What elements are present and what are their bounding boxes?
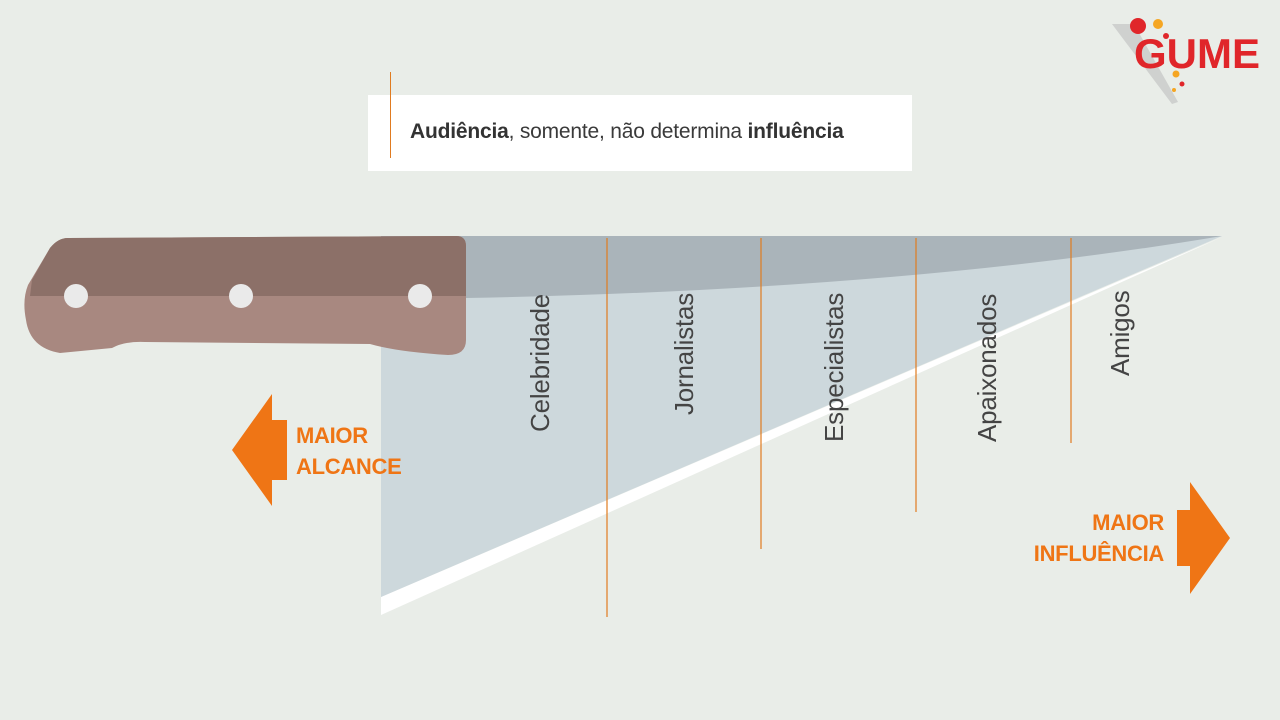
segment-especialistas: Especialistas	[819, 292, 849, 442]
left-arrow-label: MAIOR ALCANCE	[296, 420, 402, 482]
logo-text: GUME	[1134, 30, 1260, 77]
right-arrow-label: MAIOR INFLUÊNCIA	[1028, 507, 1165, 569]
headline: Audiência, somente, não determina influê…	[410, 120, 844, 144]
blade-edge	[381, 237, 1222, 615]
headline-audience: Audiência	[410, 120, 509, 143]
blade-spine	[381, 236, 1222, 298]
headline-accent-line	[390, 72, 391, 158]
gume-logo: GUME	[1112, 18, 1260, 104]
rivet-1	[64, 284, 88, 308]
left-arrow-line2: ALCANCE	[296, 454, 402, 479]
headline-box	[368, 95, 912, 171]
rivet-3	[408, 284, 432, 308]
rivet-2	[229, 284, 253, 308]
headline-influence: influência	[747, 120, 844, 143]
segment-celebridade: Celebridade	[525, 293, 555, 432]
arrow-right-icon	[1177, 482, 1230, 594]
headline-middle: , somente, não determina	[508, 120, 748, 143]
right-arrow-line1: MAIOR	[1092, 510, 1164, 535]
right-arrow-line2: INFLUÊNCIA	[1033, 541, 1165, 566]
left-arrow-line1: MAIOR	[296, 423, 368, 448]
blade	[381, 236, 1222, 597]
segment-apaixonados: Apaixonados	[972, 293, 1002, 442]
segment-amigos: Amigos	[1105, 290, 1135, 377]
segment-jornalistas: Jornalistas	[669, 292, 699, 415]
knife-handle-top	[30, 236, 466, 296]
arrow-left-icon	[232, 394, 287, 506]
